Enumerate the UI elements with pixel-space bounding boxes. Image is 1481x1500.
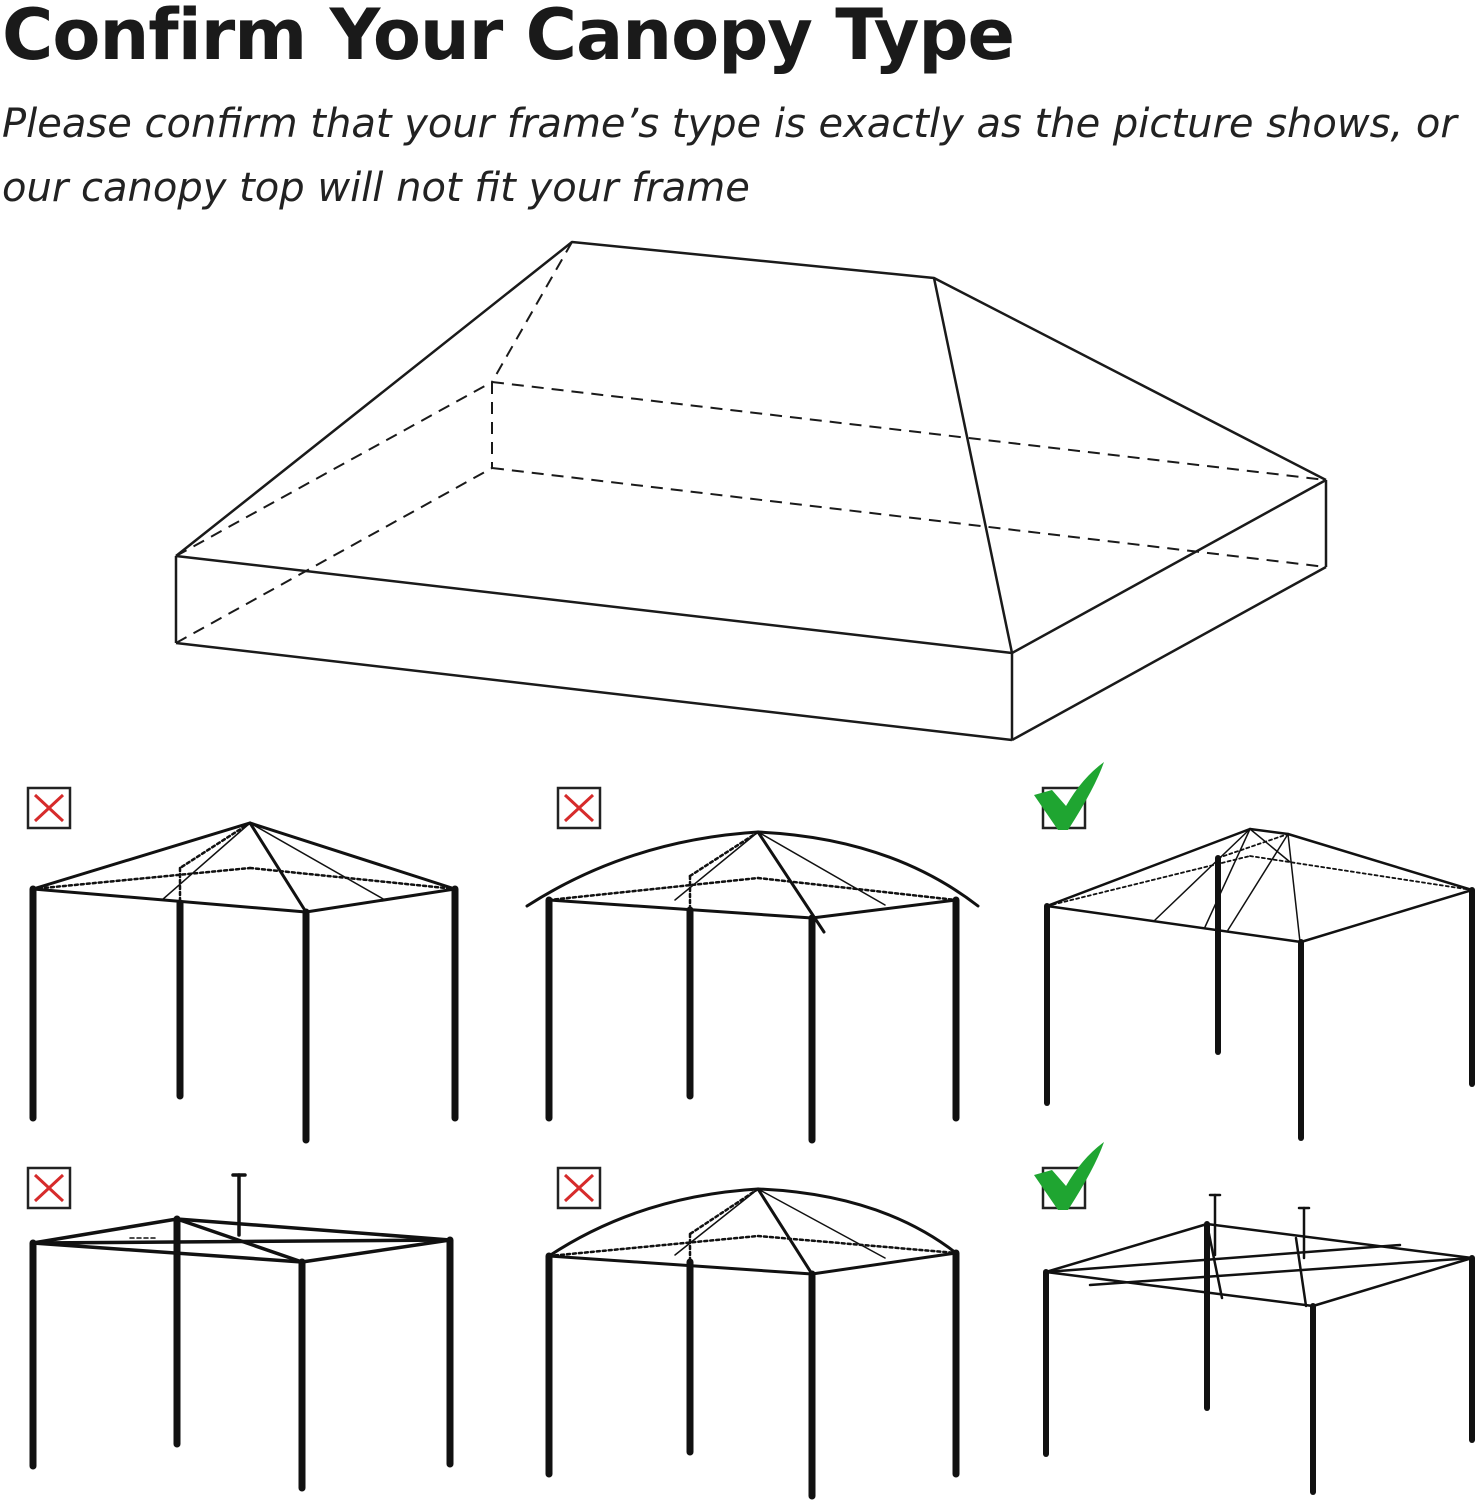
canopy-top-illustration [174,240,1328,742]
frame-option-flat-top [1044,827,1475,1141]
page-subtitle: Please confirm that your frame’s type is… [2,101,1457,211]
red-x-icon [556,1166,602,1210]
red-x-icon [26,1166,72,1210]
frame-option-peaked-roof [29,821,459,1144]
green-check-icon [1034,762,1104,830]
page-title: Confirm Your Canopy Type [2,0,1015,76]
green-check-icon [1034,1142,1104,1210]
frame-option-curved-dome [545,1187,960,1500]
frame-option-flat-side-poles [1043,1193,1475,1495]
frame-option-curved-roof [525,830,980,1144]
red-x-icon [26,786,72,830]
frame-option-flat-crossbar [29,1173,454,1492]
red-x-icon [556,786,602,830]
